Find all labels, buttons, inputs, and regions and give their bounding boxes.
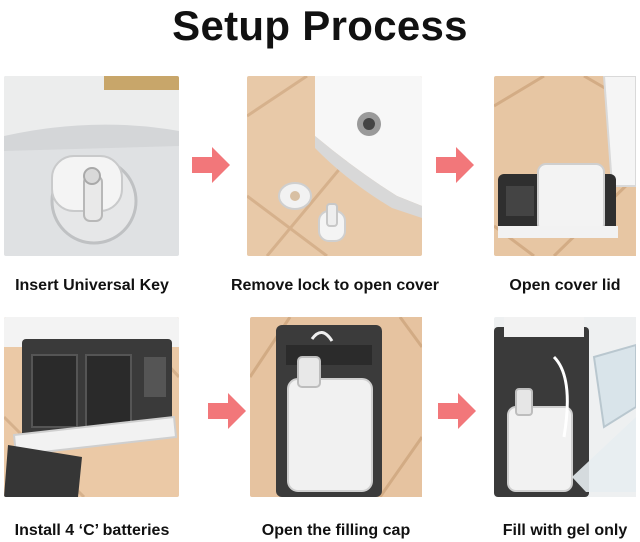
arrow-right-icon (438, 393, 476, 429)
step-photo-fill-gel (494, 317, 640, 497)
step-caption: Insert Universal Key (15, 277, 169, 294)
page-title: Setup Process (172, 2, 468, 49)
step-caption: Open cover lid (509, 277, 621, 294)
step-caption: Open the filling cap (261, 522, 411, 539)
step-caption: Install 4 ‘C’ batteries (14, 522, 170, 539)
arrow-right-icon (436, 147, 474, 183)
step-photo-remove-lock (247, 76, 422, 256)
step-photo-filling-cap (250, 317, 425, 497)
step-photo-install-batteries (4, 317, 179, 497)
step-caption: Fill with gel only (502, 522, 628, 539)
step-caption: Remove lock to open cover (230, 277, 440, 294)
arrow-right-icon (192, 147, 230, 183)
step-photo-open-lid (494, 76, 640, 256)
step-photo-insert-key (4, 76, 179, 256)
arrow-right-icon (208, 393, 246, 429)
